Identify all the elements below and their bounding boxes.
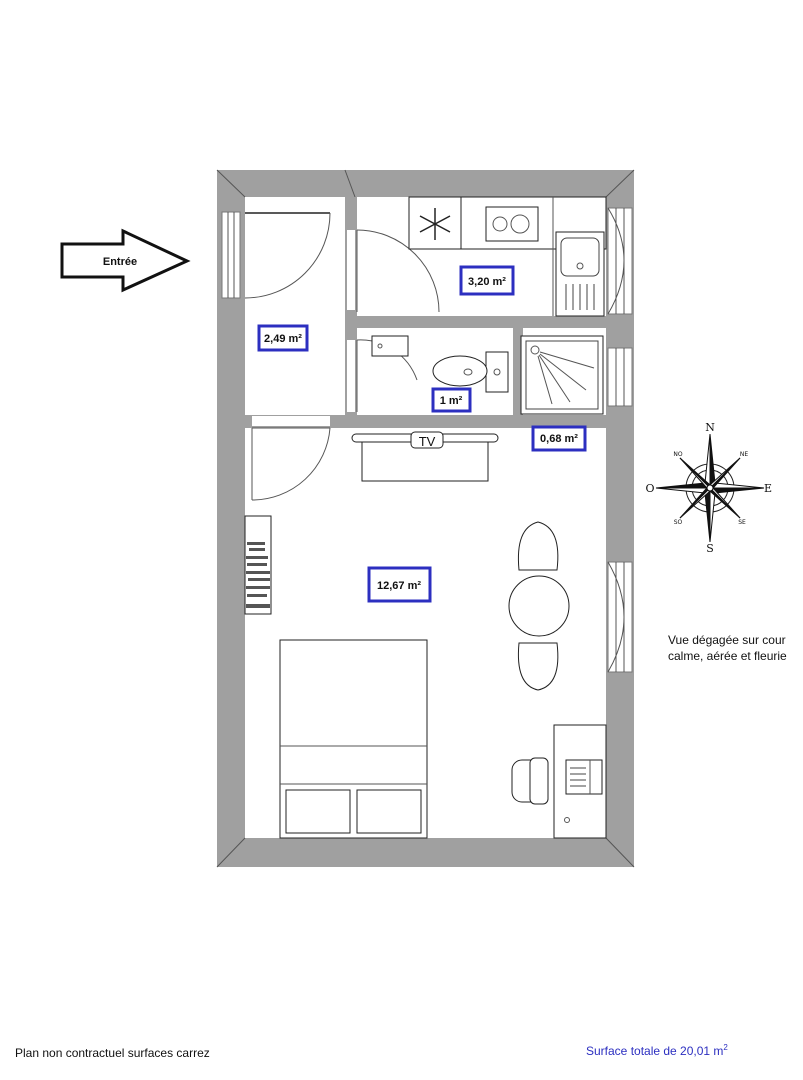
bookshelf	[244, 515, 272, 615]
view-note-line2: calme, aérée et fleurie	[668, 649, 787, 663]
compass-ne: NE	[740, 451, 748, 458]
area-entrance: 2,49 m²	[257, 324, 309, 352]
shower	[520, 335, 604, 415]
area-main: 12,67 m²	[367, 566, 432, 603]
compass-no: NO	[673, 451, 682, 458]
compass-e: E	[764, 482, 772, 495]
compass-se: SE	[738, 519, 746, 526]
compass-n: N	[705, 421, 715, 434]
dining-set	[508, 521, 570, 691]
total-surface-text: Surface totale de 20,01 m	[586, 1044, 724, 1058]
desk	[511, 724, 607, 839]
svg-text:0,68 m²: 0,68 m²	[540, 433, 578, 445]
washbasin-icon	[371, 335, 409, 357]
area-wc: 1 m²	[431, 387, 472, 413]
bed	[279, 639, 428, 839]
area-kitchen: 3,20 m²	[459, 265, 515, 296]
tv-unit: TV	[351, 431, 499, 482]
disclaimer: Plan non contractuel surfaces carrez	[15, 1046, 210, 1060]
view-note-line1: Vue dégagée sur cour	[668, 633, 786, 647]
entry-label: Entrée	[103, 256, 137, 268]
total-surface-sup: 2	[723, 1043, 728, 1052]
compass-o: O	[645, 482, 654, 495]
total-surface: Surface totale de 20,01 m2	[586, 1043, 728, 1058]
interior-walls	[245, 197, 606, 428]
laptop-icon	[565, 759, 603, 795]
area-shower: 0,68 m²	[531, 425, 587, 452]
kitchen	[408, 196, 607, 317]
svg-text:12,67 m²: 12,67 m²	[377, 580, 421, 592]
svg-text:3,20 m²: 3,20 m²	[468, 276, 506, 288]
compass-s: S	[706, 542, 714, 555]
svg-text:1 m²: 1 m²	[440, 395, 463, 407]
view-note: Vue dégagée sur cour calme, aérée et fle…	[668, 632, 787, 664]
compass-so: SO	[674, 519, 683, 526]
snowflake-icon	[419, 208, 451, 240]
svg-text:2,49 m²: 2,49 m²	[264, 333, 302, 345]
cooktop-icon	[485, 206, 539, 242]
toilet-icon	[485, 351, 509, 393]
entry-arrow: Entrée	[60, 228, 191, 293]
right-windows	[607, 207, 633, 673]
entry-window	[221, 211, 241, 299]
wc	[371, 335, 509, 393]
compass-rose: N S E O NO NE SO SE	[645, 421, 772, 555]
tv-label: TV	[419, 434, 436, 449]
